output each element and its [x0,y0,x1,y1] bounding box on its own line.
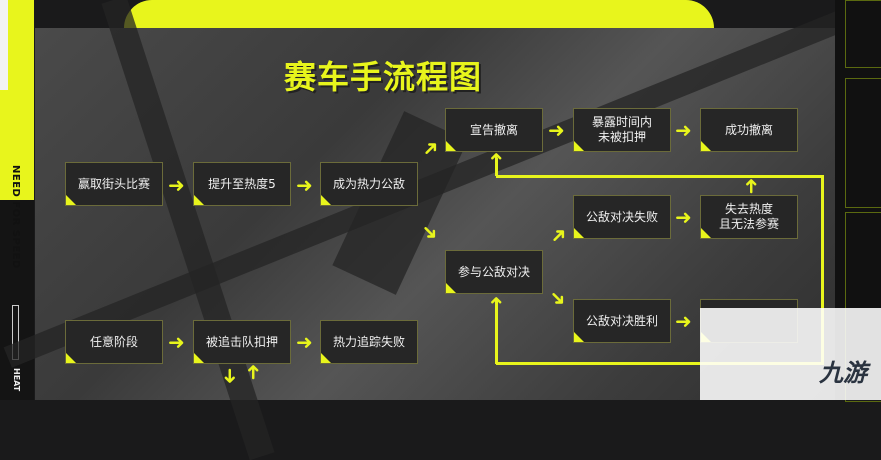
flowchart-poster: NEED FOR SPEED HEAT 赛车手流程图 宣告撤离 暴露时间内 未被… [0,0,881,402]
node-duel: 参与公敌对决 [445,250,543,294]
node-arrested: 被追击队扣押 [193,320,291,364]
heat-text: HEAT [12,368,21,392]
arrow-right-icon: ➜ [675,205,692,229]
arrow-right-icon: ➜ [168,330,185,354]
node-duel-lose: 公敌对决失败 [573,195,671,239]
arrow-down-icon: ➜ [218,367,243,385]
arrow-up-icon: ➜ [738,177,763,195]
arrow-up-icon: ➜ [240,363,265,381]
node-heat5: 提升至热度5 [193,162,291,206]
watermark-logo: 九游 [700,308,881,400]
node-fail: 热力追踪失败 [320,320,418,364]
connector-line [496,362,823,365]
arrow-right-icon: ➜ [296,330,313,354]
node-escape: 成功撤离 [700,108,798,152]
arrow-right-icon: ➜ [675,309,692,333]
node-win-race: 赢取街头比赛 [65,162,163,206]
node-enemy: 成为热力公敌 [320,162,418,206]
connector-line [496,175,823,178]
arrow-right-icon: ➜ [168,173,185,197]
brand-text: NEED FOR SPEED [10,165,21,269]
node-duel-win: 公敌对决胜利 [573,299,671,343]
arrow-right-icon: ➜ [296,173,313,197]
node-any: 任意阶段 [65,320,163,364]
connector-line [495,300,498,364]
page-title: 赛车手流程图 [284,58,483,96]
node-not-caught: 暴露时间内 未被扣押 [573,108,671,152]
arrow-up-icon: ➜ [483,151,508,169]
watermark-text: 九游 [819,359,867,387]
top-yellow-band [124,0,714,30]
left-white-band [0,0,8,90]
node-lose-heat: 失去热度 且无法参赛 [700,195,798,239]
arrow-up-icon: ➜ [483,295,508,313]
arrow-right-icon: ➜ [548,118,565,142]
connector-line [495,158,498,176]
arrow-right-icon: ➜ [675,118,692,142]
node-declare: 宣告撤离 [445,108,543,152]
connector-line [821,175,824,365]
